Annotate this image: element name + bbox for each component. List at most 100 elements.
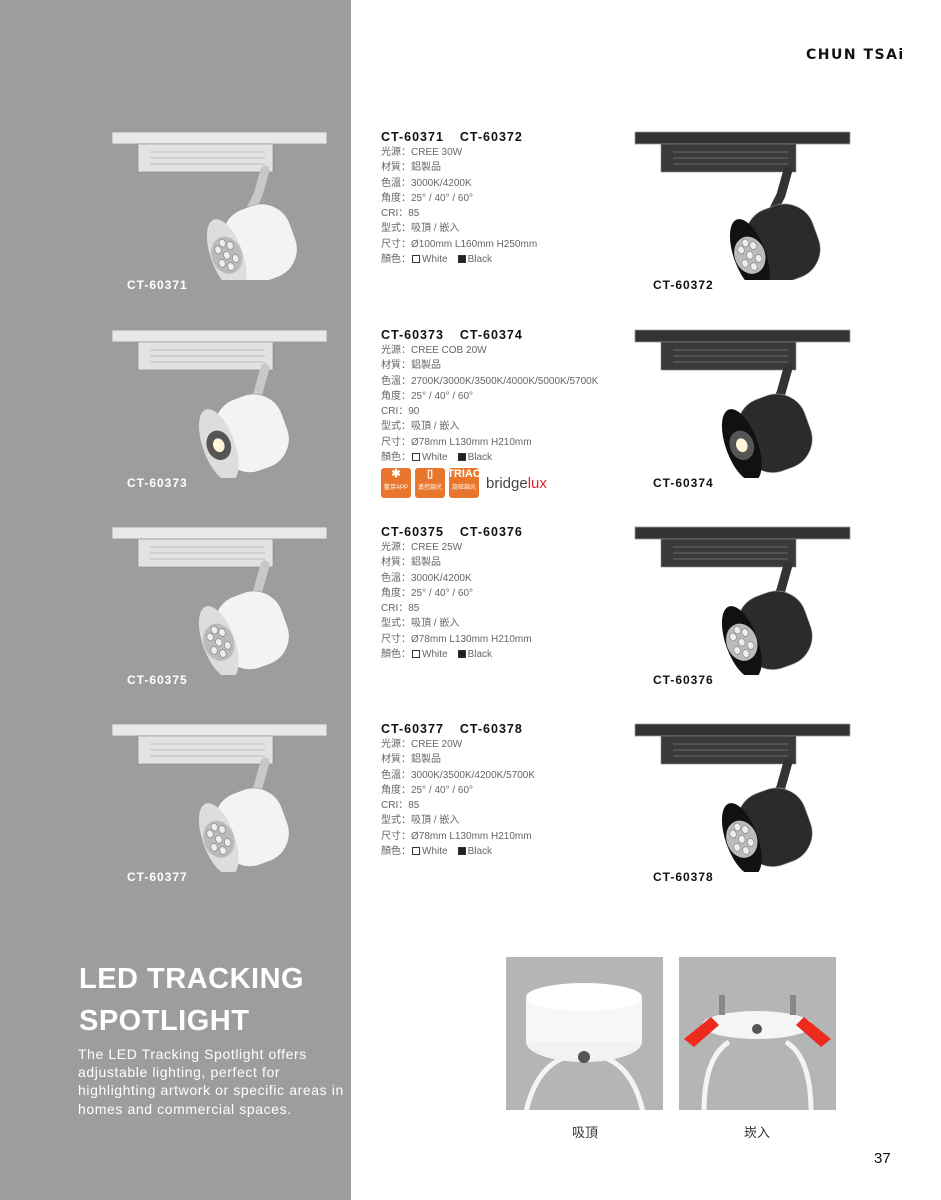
model-code: CT-60378 [459,722,523,736]
spec-key: 色溫 [381,177,401,189]
spec-value: 25° / 40° / 60° [411,587,474,599]
spec-value: Ø100mm L160mm H250mm [411,238,538,250]
badge-icon: ✱ [391,468,401,481]
spec-key: 光源 [381,542,401,553]
spec-value: CREE COB 20W [411,345,487,356]
model-code: CT-60372 [459,130,523,144]
spec-value: Ø78mm L130mm H210mm [411,436,532,448]
black-swatch-icon [457,255,466,264]
spec-line: 色溫：3000K/3500K/4200K/5700K [381,769,535,781]
white-swatch-icon [412,453,420,462]
spec-value: 25° / 40° / 60° [411,390,474,402]
spec-line: 型式：吸頂 / 嵌入 [381,815,460,827]
model-code: CT-60377 [381,722,444,736]
white-swatch-icon [412,847,420,856]
spec-value: 吸頂 / 嵌入 [411,618,460,630]
color-black: Black [467,649,493,661]
spec-key: 光源 [381,147,401,158]
spec-line: 材質：鋁製品 [381,360,441,372]
spec-line: 尺寸：Ø78mm L130mm H210mm [381,436,532,448]
color-black: Black [467,254,493,266]
spec-key: 色溫 [381,572,401,584]
spec-value: 鋁製品 [411,162,441,174]
spec-key: CRI [381,603,399,615]
spec-key: 光源 [381,345,401,356]
spec-line: CRI：85 [381,603,420,615]
model-code: CT-60376 [459,525,523,539]
spec-key: CRI [381,208,399,220]
black-model-label: CT-60372 [653,278,714,292]
spec-line: CRI：85 [381,208,420,220]
spec-value: 25° / 40° / 60° [411,192,474,204]
white-spotlight-image [110,525,330,679]
white-spotlight-image [110,722,330,876]
spec-line: CRI：85 [381,800,420,812]
spec-line: 光源：CREE 30W [381,147,463,158]
spec-line: 光源：CREE 25W [381,542,463,553]
spec-value: 90 [408,406,420,418]
model-code: CT-60375 [381,525,444,539]
spec-line: 材質：鋁製品 [381,754,441,766]
spec-block: CT-60375 CT-60376 光源：CREE 25W 材質：鋁製品色溫：300… [381,525,539,662]
headline-line: LED TRACKING [79,963,305,995]
spec-key: 光源 [381,739,401,750]
spec-key: 型式 [381,815,401,827]
spec-value: 鋁製品 [411,557,441,569]
spec-key: 尺寸 [381,238,401,250]
spec-key: 角度 [381,587,401,599]
feature-badge: ✱藍芽APP [381,468,411,499]
white-swatch-icon [412,650,420,659]
spec-line: 光源：CREE 20W [381,739,463,750]
white-spotlight-image [110,328,330,482]
spec-value: 鋁製品 [411,754,441,766]
spec-value: 25° / 40° / 60° [411,784,474,796]
recessed-mount-photo [679,957,836,1110]
black-swatch-icon [457,650,466,659]
spec-line: 色溫：3000K/4200K [381,572,472,584]
spec-value: 吸頂 / 嵌入 [411,815,460,827]
black-model-label: CT-60376 [653,673,714,687]
page-number: 37 [874,1150,891,1167]
spec-line: 材質：鋁製品 [381,162,441,174]
spec-line: 角度：25° / 40° / 60° [381,587,474,599]
spec-value: Ø78mm L130mm H210mm [411,830,532,842]
color-white: White [422,649,448,661]
spec-line: 角度：25° / 40° / 60° [381,390,474,402]
spec-key: 材質 [381,162,401,174]
spec-key: 型式 [381,421,401,433]
spec-line: 角度：25° / 40° / 60° [381,192,474,204]
spec-value: 3000K/4200K [411,572,472,584]
spec-value: 2700K/3000K/3500K/4000K/5000K/5700K [411,375,599,387]
white-swatch-icon [412,255,420,264]
model-code: CT-60373 [381,328,444,342]
recessed-mount-caption: 崁入 [744,1125,771,1140]
spec-line: 色溫：2700K/3000K/3500K/4000K/5000K/5700K [381,375,599,387]
color-white: White [422,254,448,266]
spec-key: 顏色 [381,254,401,266]
bridgelux-logo: bridgelux [486,474,547,492]
black-spotlight-image [633,525,853,679]
spec-title: CT-60375 CT-60376 [381,525,539,540]
spec-line: 材質：鋁製品 [381,557,441,569]
black-swatch-icon [457,847,466,856]
surface-mount-caption: 吸頂 [572,1125,599,1140]
spec-key: 型式 [381,223,401,235]
spec-key: 顏色 [381,452,401,464]
color-white: White [422,452,448,464]
color-black: Black [467,452,493,464]
black-spotlight-image [633,722,853,876]
left-panel [0,0,351,1200]
white-model-label: CT-60377 [127,870,188,884]
spec-line: 光源：CREE COB 20W [381,345,487,356]
black-spotlight-image [633,130,853,292]
color-black: Black [467,846,493,858]
